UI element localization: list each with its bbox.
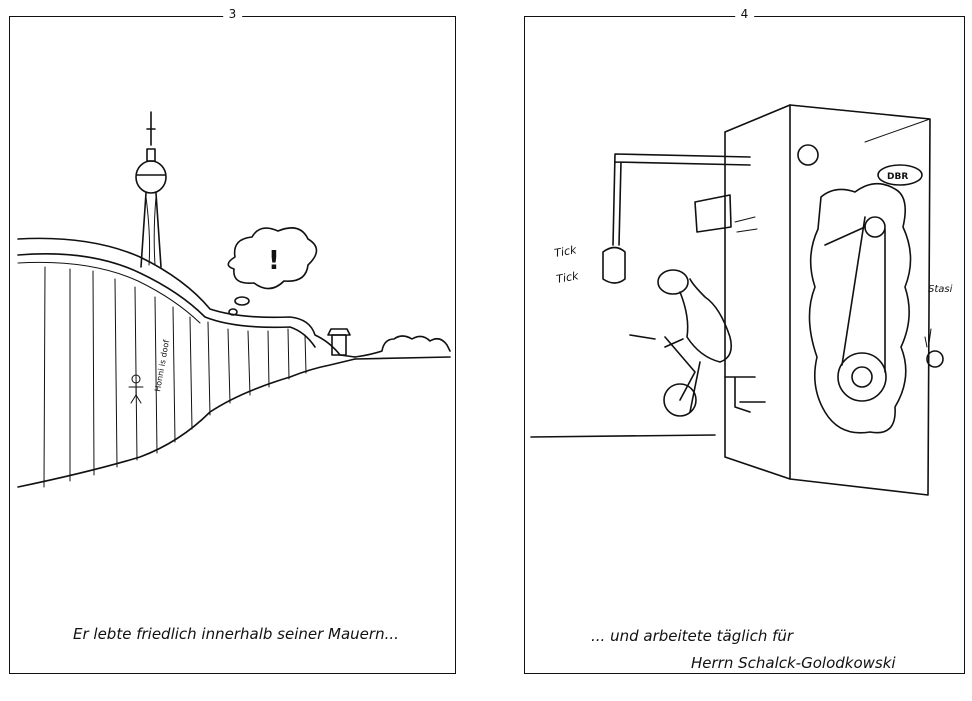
page-number: 3	[222, 7, 243, 21]
wall-illustration: ! Honni is doof	[17, 111, 451, 488]
caption-line-1: ... und arbeitete täglich für	[591, 627, 794, 645]
dbr-label: DBR	[887, 172, 908, 182]
pipe	[612, 153, 751, 246]
tv-tower-drawing	[135, 111, 167, 268]
sound-effect-2: Tick	[555, 269, 580, 286]
caption: Er lebte friedlich innerhalb seiner Maue…	[73, 625, 399, 643]
exercise-bike	[629, 334, 766, 417]
caption-line-2: Herrn Schalck-Golodkowski	[691, 654, 896, 672]
wall-base	[17, 358, 356, 488]
rider	[657, 269, 733, 413]
comic-panel-left: 3	[9, 7, 456, 674]
thought-text: !	[268, 246, 280, 276]
wall-top	[17, 237, 356, 358]
stick-figure-graffiti	[128, 374, 144, 404]
dbr-badge	[877, 164, 923, 186]
emblem	[797, 144, 819, 166]
machine-cabinet	[724, 104, 931, 496]
sound-effect-1: Tick	[553, 243, 578, 260]
comic-panel-right: 4	[524, 7, 965, 674]
ground-line	[530, 434, 716, 438]
page-number: 4	[734, 7, 755, 21]
stasi-label: Stasi	[928, 284, 953, 295]
machine-illustration: Tick Tick DBR Stasi	[530, 104, 953, 496]
thought-bubble	[227, 227, 318, 290]
